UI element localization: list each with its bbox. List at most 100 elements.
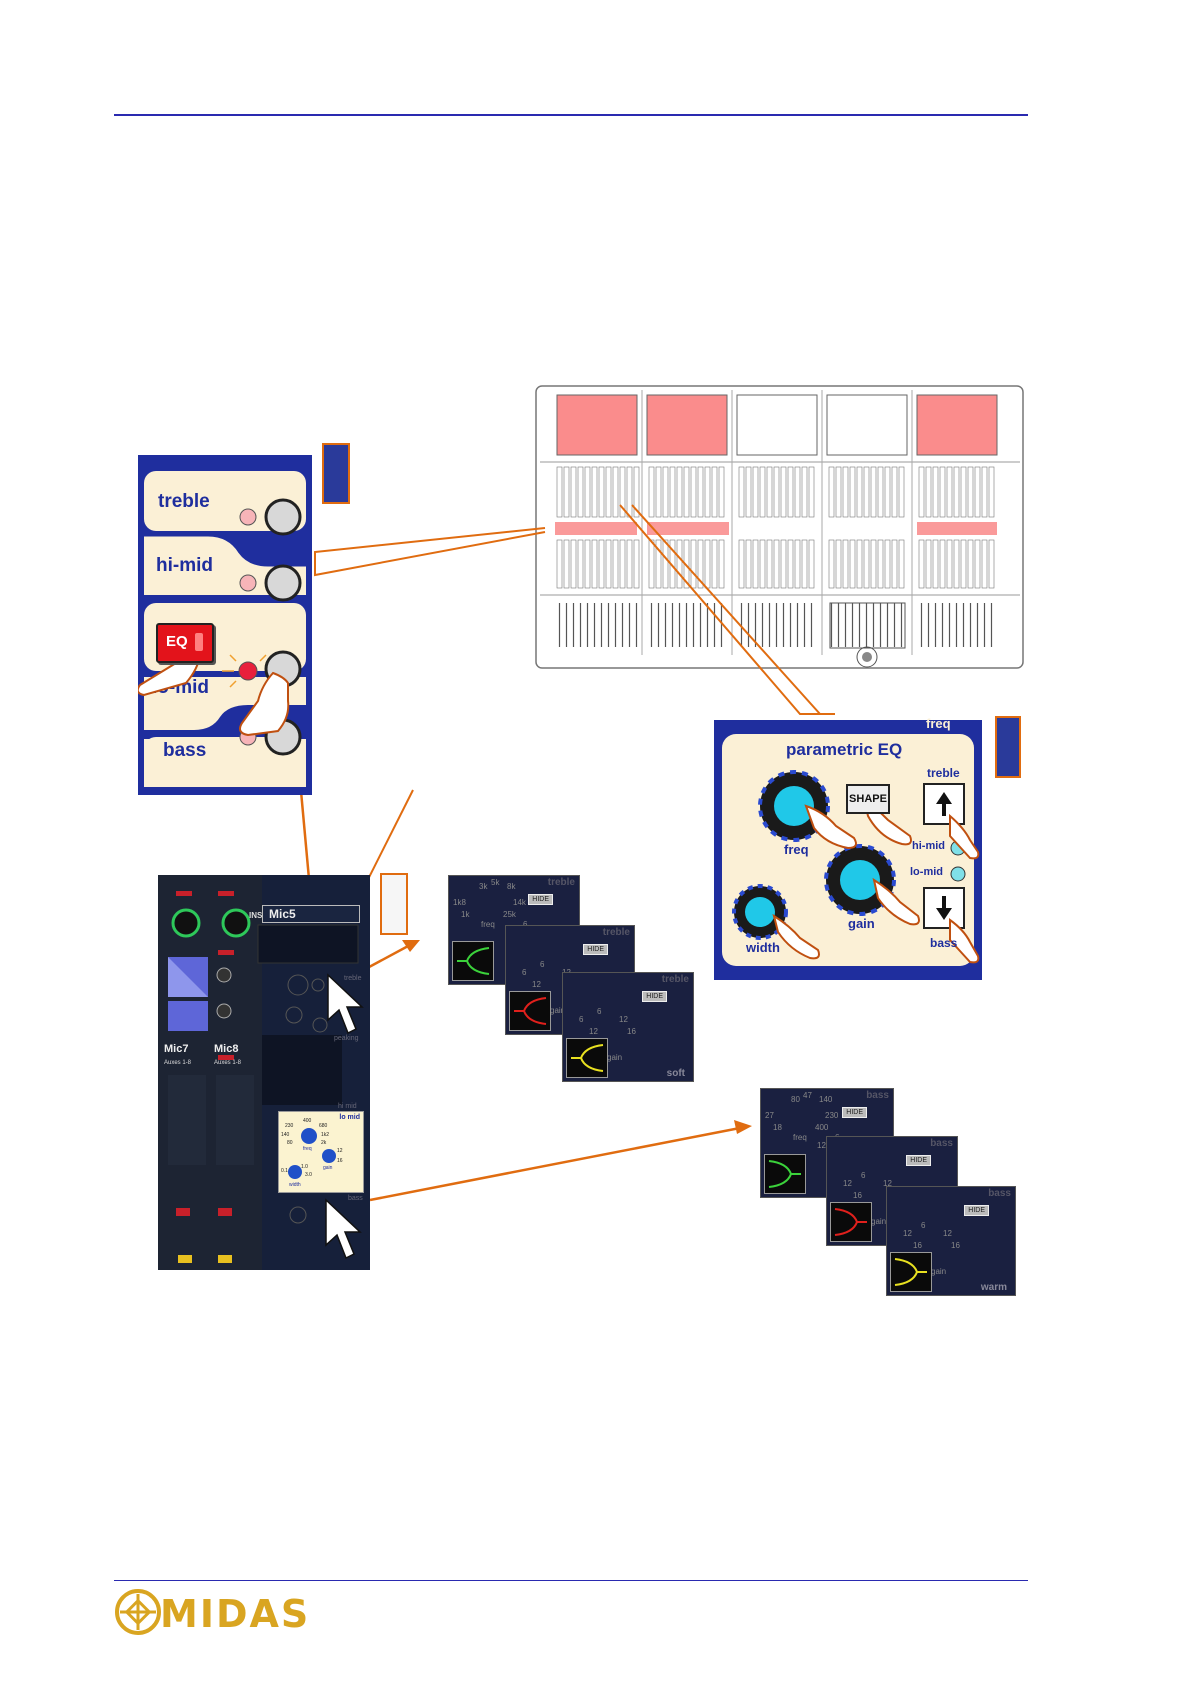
channel-name-box: Mic5 bbox=[262, 905, 360, 923]
width-label: width bbox=[746, 940, 780, 955]
gain-tick: 6 bbox=[861, 1171, 866, 1180]
aux-label: Auxes 1-8 bbox=[164, 1060, 192, 1066]
strip-name-mic7: Mic7 bbox=[164, 1043, 189, 1055]
eq-curve-icon bbox=[566, 1038, 608, 1078]
eq-curve-icon bbox=[830, 1202, 872, 1242]
midas-logo bbox=[114, 1588, 162, 1636]
freq-knob[interactable] bbox=[758, 770, 830, 842]
lo-mid-width-tick: 0.1 bbox=[281, 1168, 288, 1174]
console-overview bbox=[535, 385, 1024, 669]
freq-tick: 27 bbox=[765, 1111, 774, 1120]
insert-knobs bbox=[216, 967, 232, 1019]
eq-in-led bbox=[195, 633, 203, 651]
gain-knobs bbox=[171, 908, 251, 938]
hide-button[interactable]: HIDE bbox=[642, 991, 667, 1002]
freq-tick: 230 bbox=[825, 1111, 839, 1120]
freq-tick: 1k8 bbox=[453, 898, 466, 907]
eq-in-label: EQ bbox=[166, 633, 188, 650]
shape-name: soft bbox=[666, 1068, 685, 1079]
shape-band-label: bass bbox=[988, 1188, 1011, 1199]
gain-label: gain bbox=[550, 1006, 566, 1015]
gain-tick: 6 bbox=[579, 1015, 584, 1024]
band-up-button[interactable] bbox=[923, 783, 965, 825]
gain-tick: 6 bbox=[540, 960, 545, 969]
band-label-treble: treble bbox=[158, 491, 210, 512]
gain-tick: 6 bbox=[921, 1221, 926, 1230]
lo-mid-freq-tick: 680 bbox=[319, 1123, 328, 1129]
console-channel-strips bbox=[556, 466, 995, 647]
freq-tick: 14k bbox=[513, 898, 526, 907]
lo-mid-freq-tick: 80 bbox=[287, 1140, 293, 1146]
lo-mid-width-label: width bbox=[289, 1182, 301, 1188]
shape-button[interactable]: SHAPE bbox=[846, 784, 890, 814]
freq-tick: 1k bbox=[461, 910, 470, 919]
console-screens bbox=[556, 394, 998, 456]
section-label-bass: bass bbox=[348, 1195, 363, 1202]
lo-mid-freq-knob[interactable] bbox=[301, 1128, 317, 1144]
hide-button[interactable]: HIDE bbox=[528, 894, 553, 905]
gain-tick: 16 bbox=[853, 1191, 862, 1200]
eq-curve-icon bbox=[764, 1154, 806, 1194]
section-label-hi-mid: hi mid bbox=[338, 1103, 357, 1110]
gain-tick: 12 bbox=[883, 1179, 892, 1188]
eq-curve-icon bbox=[509, 991, 551, 1031]
hide-button[interactable]: HIDE bbox=[583, 944, 608, 955]
section-label-peaking: peaking bbox=[334, 1035, 359, 1042]
lo-mid-freq-tick: 1k2 bbox=[321, 1132, 330, 1138]
gain-label: gain bbox=[931, 1267, 947, 1276]
freq-label: freq bbox=[481, 920, 495, 929]
eq-in-button[interactable]: EQ bbox=[156, 623, 214, 663]
header-rule bbox=[114, 114, 1028, 116]
gain-label: gain bbox=[871, 1217, 887, 1226]
shape-name: warm bbox=[980, 1282, 1007, 1293]
freq-label: freq bbox=[793, 1133, 807, 1142]
gain-tick: 12 bbox=[843, 1179, 852, 1188]
hide-button[interactable]: HIDE bbox=[964, 1205, 989, 1216]
section-label-treble: treble bbox=[344, 975, 362, 982]
yellow-buttons bbox=[178, 1255, 232, 1263]
param-eq-header-tab: freq bbox=[926, 716, 951, 731]
hide-button[interactable]: HIDE bbox=[842, 1107, 867, 1118]
band-down-button[interactable] bbox=[923, 887, 965, 929]
shape-band-label: treble bbox=[602, 927, 630, 938]
lo-mid-freq-label: freq bbox=[303, 1146, 312, 1152]
gain-tick: 12 bbox=[943, 1229, 952, 1238]
freq-tick: 3k bbox=[479, 882, 488, 891]
midas-logo-text: MIDAS bbox=[160, 1592, 311, 1636]
shape-button-label: SHAPE bbox=[849, 793, 887, 805]
lo-mid-gain-tick: 12 bbox=[337, 1148, 343, 1154]
lo-mid-width-tick: 1.0 bbox=[301, 1164, 308, 1170]
gain-tick: 6 bbox=[523, 920, 527, 929]
meter-rows bbox=[168, 1075, 254, 1165]
band-label-bass: bass bbox=[163, 740, 207, 761]
gain-label: gain bbox=[607, 1053, 623, 1062]
hide-button[interactable]: HIDE bbox=[906, 1155, 931, 1166]
param-eq-title: parametric EQ bbox=[786, 740, 903, 759]
gain-tick: 16 bbox=[627, 1027, 636, 1036]
freq-tick: 47 bbox=[803, 1091, 812, 1100]
lo-mid-popup: lo mid 230 400 680 140 1k2 80 2k freq 12… bbox=[278, 1111, 364, 1193]
width-knob[interactable] bbox=[732, 884, 788, 940]
parametric-eq-panel: freq parametric EQ SHAPE treble hi-mid l… bbox=[714, 716, 982, 980]
band-leds bbox=[950, 840, 966, 882]
eq-curve-icon bbox=[452, 941, 494, 981]
freq-tick: 25k bbox=[503, 910, 516, 919]
location-thumbnail bbox=[322, 443, 350, 504]
console-highlight-strip bbox=[555, 522, 997, 535]
shape-band-label: treble bbox=[661, 974, 689, 985]
lo-mid-freq-tick: 2k bbox=[321, 1140, 327, 1146]
lo-mid-width-knob[interactable] bbox=[288, 1165, 302, 1179]
shape-band-label: bass bbox=[866, 1090, 889, 1101]
eq-band-panel: treble hi-mid lo-mid bass EQ bbox=[138, 455, 312, 795]
bass-label: bass bbox=[930, 936, 958, 950]
lo-mid-gain-knob[interactable] bbox=[322, 1149, 336, 1163]
footer-rule bbox=[114, 1580, 1028, 1581]
gain-tick: 12 bbox=[589, 1027, 598, 1036]
gain-tick: 16 bbox=[951, 1241, 960, 1250]
freq-tick: 80 bbox=[791, 1095, 800, 1104]
lo-mid-gain-label: gain bbox=[323, 1165, 333, 1171]
freq-label: freq bbox=[784, 842, 809, 857]
